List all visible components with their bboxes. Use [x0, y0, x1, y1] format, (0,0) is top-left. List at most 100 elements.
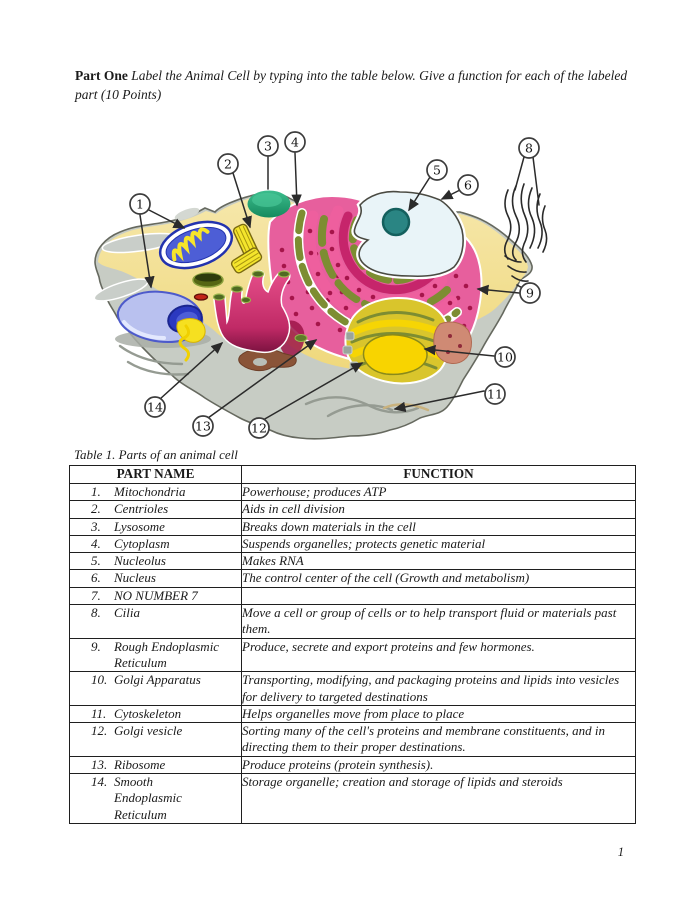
part-name-cell: 4. Cytoplasm [69, 534, 242, 554]
part-name-cell: 3. Lysosome [69, 517, 242, 536]
table-row-13: 13. Ribosome Produce proteins (protein syn… [69, 755, 636, 775]
part-number: 9. [91, 638, 101, 654]
function-cell: Produce, secrete and export proteins and… [241, 637, 636, 673]
svg-text:6: 6 [464, 177, 472, 192]
function-cell: Breaks down materials in the cell [241, 517, 636, 536]
red-disc [193, 293, 209, 301]
part-name-cell: 10. Golgi Apparatus [69, 671, 242, 706]
function-cell: Move a cell or group of cells or to help… [241, 604, 636, 639]
part-number: 12. [91, 723, 108, 739]
vacuole-bowl [192, 272, 224, 288]
part-name-cell: 7. NO NUMBER 7 [69, 586, 242, 606]
part-number: 2. [91, 501, 101, 517]
svg-text:10: 10 [497, 349, 513, 364]
label-connectors [139, 152, 540, 421]
part-name-cell: 12.Golgi vesicle [69, 722, 242, 757]
nucleolus [381, 207, 411, 237]
diagram-label-10: 10 [494, 346, 516, 368]
part-name-cell: 2. Centrioles [69, 500, 242, 519]
svg-text:1: 1 [136, 196, 144, 211]
diagram-label-8: 8 [518, 137, 540, 159]
part-name: Rough Endoplasmic Reticulum [114, 638, 220, 670]
mitochondrion [158, 220, 234, 270]
function-cell: Produce proteins (protein synthesis). [241, 755, 636, 775]
instructions: Part One Label the Animal Cell by typing… [75, 66, 637, 104]
diagram-label-9: 9 [519, 282, 541, 304]
svg-text:4: 4 [291, 134, 299, 149]
mitochondrion-cross-section [115, 290, 211, 362]
part-name: Nucleolus [114, 553, 166, 569]
svg-text:13: 13 [195, 418, 211, 433]
part-name-cell: 6. Nucleus [69, 569, 242, 588]
diagram-label-4: 4 [284, 131, 306, 153]
part-name-cell: 8. Cilia [69, 604, 242, 639]
part-number: 1. [91, 484, 101, 499]
table-row-4: 4. Cytoplasm Suspends organelles; protects… [69, 534, 636, 554]
part-name: Nucleus [114, 570, 156, 586]
table-row-7: 7. NO NUMBER 7 [69, 586, 636, 606]
diagram-label-5: 5 [426, 159, 448, 181]
part-number: 10. [91, 672, 108, 688]
col-header-part-name: PART NAME [69, 465, 242, 484]
part-number: 7. [91, 587, 101, 603]
table-caption: Table 1. Parts of an animal cell [74, 447, 238, 462]
lysosome [247, 190, 291, 218]
svg-text:2: 2 [224, 156, 232, 171]
part-name: Lysosome [114, 518, 165, 534]
part-number: 6. [91, 570, 101, 586]
part-number: 8. [91, 605, 101, 621]
part-name: Cytoskeleton [114, 705, 182, 721]
function-cell: Helps organelles move from place to plac… [241, 704, 636, 724]
part-number: 5. [91, 553, 101, 569]
part-number: 14. [91, 774, 108, 790]
function-cell: Transporting, modifying, and packaging p… [241, 671, 636, 706]
golgi-center [362, 334, 428, 376]
part-name: Golgi Apparatus [114, 672, 201, 688]
function-cell: The control center of the cell (Growth a… [241, 569, 636, 588]
part-number: 13. [91, 756, 108, 772]
nucleus [351, 188, 467, 280]
part-name: Smooth Endoplasmic Reticulum [114, 774, 182, 822]
part-name: Ribosome [114, 756, 166, 772]
function-cell: Storage organelle; creation and storage … [241, 773, 636, 824]
function-cell [241, 586, 636, 606]
table-row-14: 14. Smooth Endoplasmic Reticulum Storage o… [69, 773, 636, 824]
function-cell: Sorting many of the cell's proteins and … [241, 722, 636, 757]
part-name-cell: 1. Mitochondria [69, 482, 242, 502]
table-row-10: 10. Golgi Apparatus Transporting, modifyin… [69, 671, 636, 706]
diagram-label-1: 1 [129, 193, 151, 215]
part-name: Cytoplasm [114, 535, 170, 551]
part-name-cell: 11.Cytoskeleton [69, 704, 242, 724]
diagram-label-13: 13 [192, 415, 214, 437]
part-name-cell: 9. Rough Endoplasmic Reticulum [69, 637, 242, 673]
part-number: 3. [91, 518, 101, 534]
table-row-8: 8. Cilia Move a cell or group of cells or … [69, 604, 636, 639]
table-row-6: 6. Nucleus The control center of the cell … [69, 569, 636, 588]
part-name: NO NUMBER 7 [114, 587, 198, 603]
svg-text:8: 8 [525, 140, 533, 155]
part-name: Centrioles [114, 501, 169, 517]
diagram-label-12: 12 [248, 417, 270, 439]
cilia [503, 183, 548, 290]
table-row-9: 9. Rough Endoplasmic Reticulum Produce, se… [69, 637, 636, 673]
svg-text:11: 11 [487, 386, 503, 401]
svg-text:9: 9 [526, 285, 534, 300]
diagram-label-14: 14 [144, 396, 166, 418]
instructions-text: Label the Animal Cell by typing into the… [75, 68, 628, 102]
diagram-label-11: 11 [484, 383, 506, 405]
part-name: Cilia [114, 605, 141, 621]
membrane-patch [174, 207, 200, 221]
part-one-label: Part One [75, 68, 128, 83]
function-cell: Powerhouse; produces ATP [241, 482, 636, 502]
function-cell: Suspends organelles; protects genetic ma… [241, 534, 636, 554]
part-name: Mitochondria [114, 484, 186, 499]
part-number: 4. [91, 535, 101, 551]
svg-text:14: 14 [147, 399, 163, 414]
col-header-function: FUNCTION [241, 465, 636, 484]
svg-text:5: 5 [433, 162, 441, 177]
er-salmon-patch [433, 321, 472, 364]
